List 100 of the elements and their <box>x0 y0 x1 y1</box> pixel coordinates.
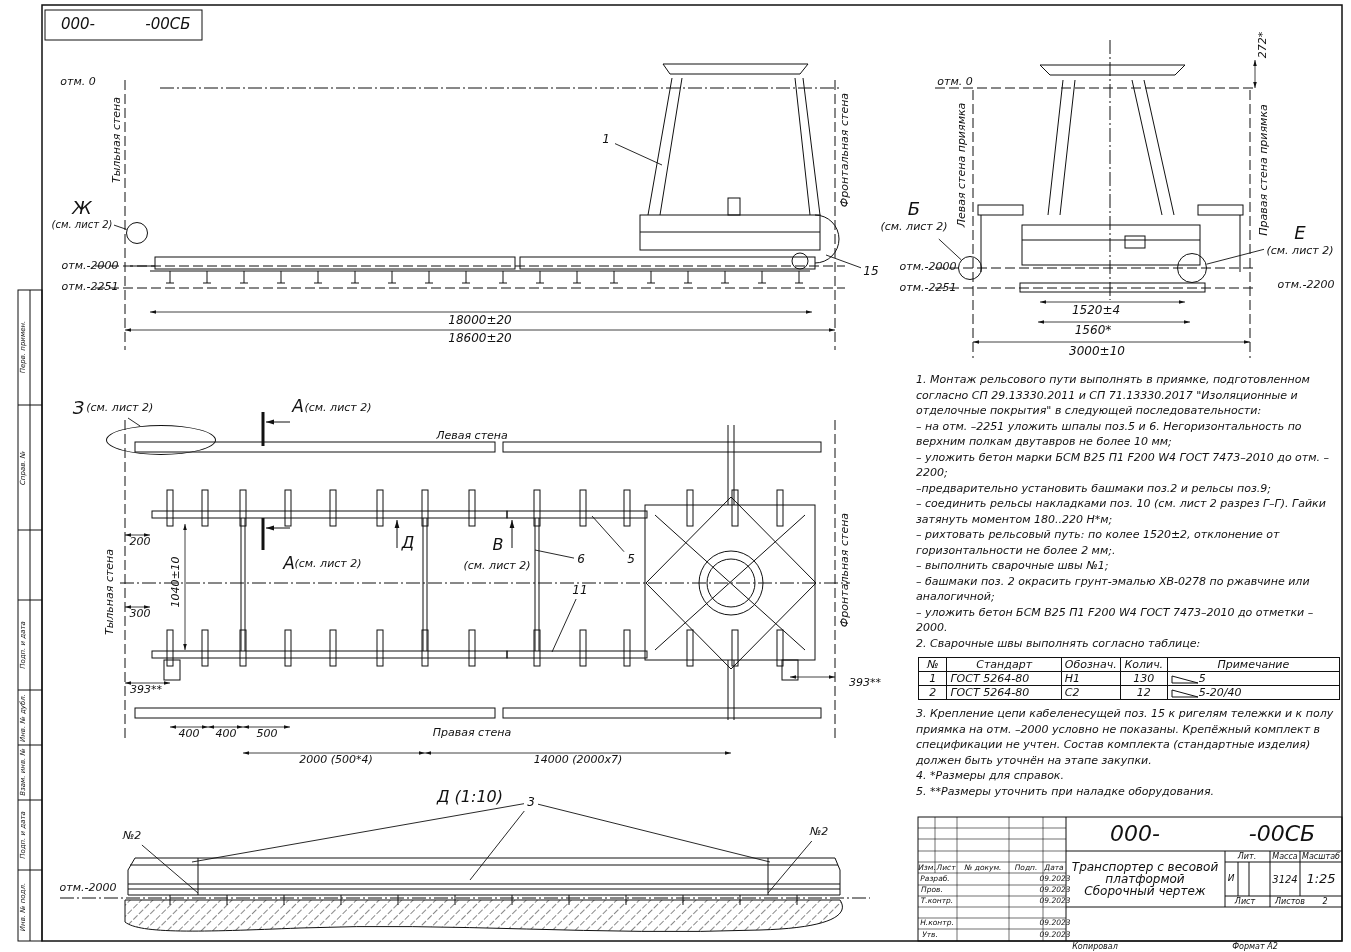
note-text: – уложить бетон марки БСМ B25 П1 F200 W4 ГОСТ 7473–2010 до отм. –2200; <box>916 449 1331 481</box>
wall-label: Тыльная стена <box>110 96 124 184</box>
table-cell: 5-20/40 <box>1198 686 1242 699</box>
title-block-text: Масштаб <box>1302 852 1340 862</box>
dimension-text: 393** <box>849 676 881 690</box>
dimension-text: 1560* <box>1074 324 1112 338</box>
table-cell: 130 <box>1133 672 1155 685</box>
note-text: 5. **Размеры уточнить при наладке оборудования. <box>916 783 1216 799</box>
reference-note: (см. лист 2) <box>51 219 113 231</box>
table-header: Колич. <box>1124 658 1164 671</box>
dimension-text: 400 <box>215 727 237 741</box>
title-block-text: 3124 <box>1272 873 1298 885</box>
drawing-number: -00СБ <box>1248 821 1316 847</box>
dimension-text: 18600±20 <box>448 332 512 346</box>
dimension-text: 400 <box>178 727 200 741</box>
wall-label: Фронтальная стена <box>838 92 852 208</box>
dimension-text: 393** <box>130 683 162 697</box>
title-block-text: Лит. <box>1237 852 1257 862</box>
note-text: – на отм. –2251 уложить шпалы поз.5 и 6. Негоризонтальность по верхним полкам двутавров не более 10 мм; <box>916 418 1303 450</box>
wall-label: Левая стена <box>436 429 508 443</box>
note-text: 1. Монтаж рельсового пути выполнять в приямке, подготовленном согласно СП 29.13330.2011 и СП 71.13330.2017 "Изоляционные и отделочные покрытия" в следующей последовательности: <box>916 372 1311 419</box>
reference-note: (см. лист 2) <box>463 559 531 573</box>
drawing-title: Транспортер с весовой платформой Сборочный чертеж <box>1070 861 1220 897</box>
dimension-text: 300 <box>129 607 151 621</box>
view-title: Д (1:10) <box>437 788 503 806</box>
note-text: –предварительно установить башмаки поз.2 и рельсы поз.9; <box>916 480 1272 496</box>
elevation-mark: отм.-2251 <box>61 280 119 294</box>
drawing-number: 000- <box>1110 821 1160 847</box>
table-cell: ГОСТ 5264-80 <box>950 686 1030 699</box>
title-block-text: 1:25 <box>1306 871 1336 887</box>
dimension-text: 200 <box>129 535 151 549</box>
detail-label: Е <box>1294 223 1306 243</box>
callout-number: 3 <box>527 795 535 810</box>
title-block-text: Масса <box>1272 852 1298 862</box>
leader-line <box>551 598 577 653</box>
elevation-mark: отм. 0 <box>937 75 973 89</box>
title-block-text: Лист <box>1234 897 1256 907</box>
leader-line <box>938 238 962 261</box>
callout-number: №2 <box>122 830 142 843</box>
callout-number: 6 <box>577 552 585 567</box>
wall-label: Фронтальная стена <box>838 512 852 628</box>
title-block-text: 2 <box>1322 897 1328 907</box>
leader-line <box>1206 248 1265 265</box>
note-text: 3. Крепление цепи кабеленесущей поз. 15 к ригелям тележки и к полу приямка на отм. –2000 условно не показаны. Крепёжный комплект в спецификации не учтен. Состав комплекта (стандартные изделия) должен быть уточнён на этапе закупки. <box>916 706 1335 768</box>
elevation-mark: отм.-2000 <box>59 881 117 895</box>
dimension-text: 14000 (2000x7) <box>533 753 623 767</box>
elevation-mark: отм.-2000 <box>61 259 119 273</box>
view-letter: В <box>492 536 504 554</box>
leader-line <box>767 840 813 894</box>
table-cell: 1 <box>929 672 937 685</box>
leader-line <box>127 417 141 427</box>
callout-number: №2 <box>809 826 829 839</box>
elevation-mark: отм.-2200 <box>1277 278 1335 292</box>
section-letter: А <box>283 553 295 573</box>
table-header: Стандарт <box>976 658 1033 671</box>
section-letter: А <box>292 396 304 416</box>
note-text: – выполнить сварочные швы №1; <box>916 558 1110 574</box>
leader-line <box>825 254 862 269</box>
leader-line <box>141 844 199 894</box>
detail-label: З <box>72 398 85 418</box>
title-block-text: И <box>1227 874 1235 884</box>
table-header: Примечание <box>1217 658 1290 671</box>
reference-note: (см. лист 2) <box>294 557 362 571</box>
title-block-text: Копировал <box>1072 942 1118 952</box>
reference-note: (см. лист 2) <box>304 401 372 415</box>
leader-line <box>614 143 663 166</box>
dimension-text: 272* <box>1256 31 1270 59</box>
table-cell: Н1 <box>1064 672 1081 685</box>
leader-line <box>534 549 575 559</box>
dimension-text: 500 <box>256 727 278 741</box>
dimension-text: 18000±20 <box>448 314 512 328</box>
drawing-number: 000- <box>61 15 95 33</box>
detail-label: Ж <box>72 197 92 218</box>
table-cell: 5 <box>1198 672 1206 685</box>
wall-label: Тыльная стена <box>103 548 117 636</box>
elevation-mark: отм.-2251 <box>899 281 957 295</box>
leader-line <box>191 803 525 863</box>
table-header: Обознач. <box>1064 658 1117 671</box>
title-block-text: Листов <box>1275 897 1305 907</box>
elevation-mark: отм. 0 <box>60 75 96 89</box>
wall-label: Правая стена приямка <box>1257 104 1271 236</box>
callout-number: 1 <box>602 132 610 147</box>
dimension-text: 1520±4 <box>1071 304 1121 318</box>
elevation-mark: отм.-2000 <box>899 260 957 274</box>
wall-label: Правая стена <box>432 726 512 740</box>
reference-note: (см. лист 2) <box>86 401 154 415</box>
leader-line <box>591 515 625 553</box>
note-text: 2. Сварочные швы выполнять согласно таблице: <box>916 635 1202 651</box>
view-letter: Д <box>401 534 415 552</box>
table-header: № <box>927 658 939 671</box>
table-cell: ГОСТ 5264-80 <box>950 672 1030 685</box>
leader-line <box>469 810 525 881</box>
callout-number: 15 <box>863 264 879 279</box>
note-text: – уложить бетон БСМ B25 П1 F200 W4 ГОСТ 7473–2010 до отметки –2000. <box>916 604 1315 636</box>
drawing-number: -00СБ <box>145 15 191 33</box>
callout-number: 11 <box>572 583 588 598</box>
table-cell: С2 <box>1064 686 1080 699</box>
table-cell: 12 <box>1136 686 1151 699</box>
wall-label: Левая стена приямка <box>955 102 969 228</box>
note-text: 4. *Размеры для справок. <box>916 768 1065 784</box>
